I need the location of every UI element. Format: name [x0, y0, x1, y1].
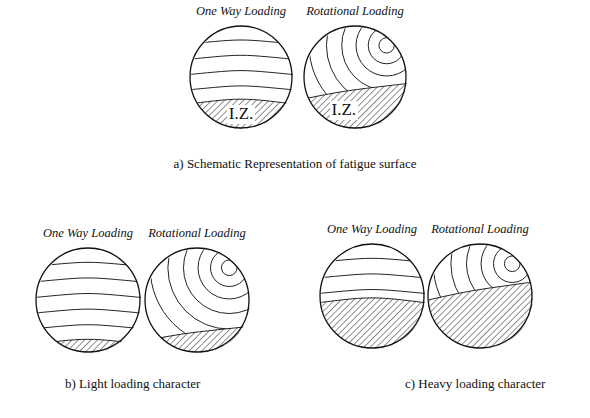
loading-heading: One Way Loading [188, 4, 294, 19]
beach-mark [504, 256, 520, 272]
beach-mark [35, 278, 141, 282]
circle-illustration [35, 247, 141, 353]
fracture-surface: Rotational Loading [143, 226, 251, 353]
zone-label: I.Z. [330, 101, 359, 120]
beach-mark [342, 25, 407, 90]
hatched-zone [303, 83, 407, 129]
beach-mark [189, 71, 293, 75]
beach-mark [379, 38, 394, 53]
fracture-surface: Rotational Loading [426, 222, 534, 349]
loading-heading: Rotational Loading [302, 4, 408, 19]
hatched-zone [427, 281, 533, 349]
beach-mark [198, 247, 250, 299]
hatched-zone [319, 298, 425, 349]
beach-mark [494, 245, 531, 282]
loading-heading: Rotational Loading [143, 226, 251, 241]
specimen-outline [36, 248, 140, 352]
beach-mark [319, 290, 425, 294]
beach-mark [427, 243, 533, 349]
beach-mark [303, 25, 407, 129]
beach-mark [183, 247, 250, 314]
beach-mark [319, 274, 425, 278]
beach-mark [189, 86, 293, 90]
specimen-outline [304, 26, 406, 128]
fracture-surface: Rotational LoadingI.Z. [302, 4, 408, 129]
surface-marks [189, 40, 293, 129]
surface-marks [427, 243, 533, 349]
fracture-surface: One Way Loading [318, 222, 426, 349]
beach-mark [35, 325, 141, 329]
beach-mark [35, 309, 141, 313]
beach-mark [368, 27, 405, 64]
surface-marks [303, 25, 407, 129]
surface-marks [35, 262, 141, 353]
circle-illustration [319, 243, 425, 349]
subfigure-caption: c) Heavy loading character [405, 376, 545, 392]
loading-heading: One Way Loading [318, 222, 426, 237]
fracture-surface: One Way Loading [34, 226, 142, 353]
loading-heading: Rotational Loading [426, 222, 534, 237]
fracture-surface: One Way LoadingI.Z. [188, 4, 294, 129]
surface-marks [144, 247, 250, 353]
specimen-outline [320, 244, 424, 348]
subfigure-caption: b) Light loading character [65, 376, 200, 392]
circle-illustration [427, 243, 533, 349]
specimen-outline [145, 248, 249, 352]
beach-mark [35, 294, 141, 298]
beach-mark [221, 260, 237, 276]
specimen-outline [190, 26, 292, 128]
hatched-zone [144, 326, 250, 353]
zone-label: I.Z. [227, 105, 256, 124]
circle-illustration [144, 247, 250, 353]
hatched-zone [189, 99, 293, 129]
surface-marks [319, 258, 425, 349]
beach-mark [189, 55, 293, 59]
specimen-outline [428, 244, 532, 348]
loading-heading: One Way Loading [34, 226, 142, 241]
hatched-zone [35, 339, 141, 353]
beach-mark [356, 25, 407, 76]
beach-mark [144, 247, 250, 353]
beach-mark [211, 249, 248, 286]
subfigure-caption: a) Schematic Representation of fatigue s… [174, 156, 417, 172]
beach-mark [168, 247, 250, 329]
